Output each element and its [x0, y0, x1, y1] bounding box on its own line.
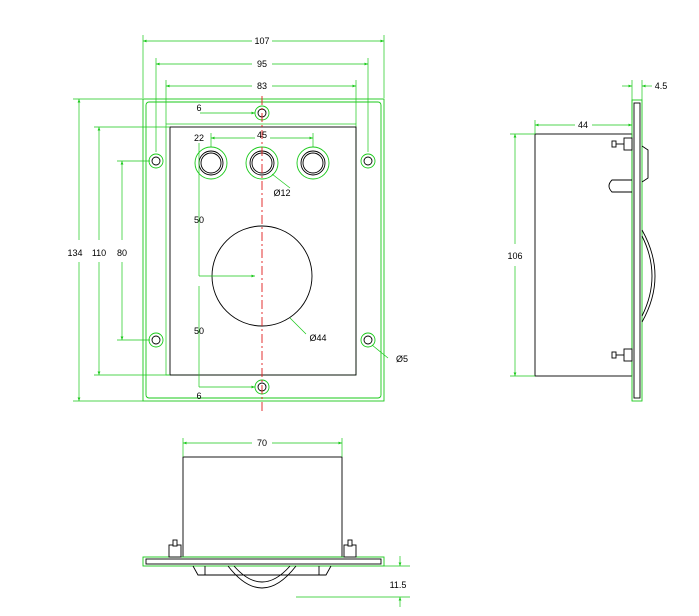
bottom-panel — [142, 556, 385, 567]
bottom-screw-left — [168, 539, 182, 558]
dim-label: 45 — [257, 130, 267, 140]
dim-ball-diameter: Ø44 — [289, 317, 327, 343]
dim-label: 83 — [257, 81, 267, 91]
side-ball-dome — [641, 229, 656, 323]
dim-hole-spacing-narrow: 83 — [165, 80, 357, 124]
dim-side-depth: 44 — [534, 100, 633, 134]
dim-label: 50 — [194, 215, 204, 225]
dim-hole-spacing-wide: 95 — [155, 58, 369, 152]
dim-label: Ø44 — [309, 333, 326, 343]
dim-label: 134 — [67, 248, 82, 258]
side-body — [534, 133, 633, 377]
mount-hole — [360, 153, 376, 169]
button-left — [194, 146, 228, 180]
dim-mount-hole-diameter: Ø5 — [371, 344, 408, 364]
dim-label: 6 — [196, 103, 201, 113]
dim-label: 22 — [194, 133, 204, 143]
front-panel-bezel — [165, 123, 357, 376]
dim-label: 110 — [92, 248, 106, 258]
side-button-knob — [608, 179, 632, 193]
button-right — [296, 146, 330, 180]
dim-label: 44 — [578, 120, 588, 130]
dim-label: 106 — [507, 251, 522, 261]
side-view: 44 4.5 106 — [507, 80, 667, 402]
dim-bottom-width: 70 — [182, 438, 343, 457]
mount-hole — [360, 332, 376, 348]
dim-label: 107 — [254, 36, 269, 46]
dim-label: Ø5 — [396, 354, 408, 364]
dim-overall-height: 134 — [67, 98, 143, 402]
dim-button-diameter: Ø12 — [271, 173, 291, 198]
front-panel-outer — [142, 98, 385, 402]
dim-label: 6 — [196, 391, 201, 401]
dim-button-spacing: 45 — [210, 130, 314, 147]
bottom-body — [182, 456, 343, 558]
bottom-screw-right — [343, 539, 357, 558]
bottom-view: 70 11.5 — [142, 438, 410, 607]
dim-label: 70 — [257, 438, 267, 448]
bottom-panel-inner — [145, 558, 382, 565]
front-view: 107 95 83 6 45 22 — [67, 35, 408, 412]
front-panel-inner — [145, 101, 382, 399]
dim-label: 11.5 — [390, 580, 407, 590]
dim-label: 95 — [257, 59, 267, 69]
dim-button-offset: 22 — [194, 133, 204, 276]
bottom-ball-inner — [233, 565, 291, 583]
mount-hole — [148, 153, 164, 169]
bottom-ball — [227, 565, 297, 589]
dim-ball-protrusion: 11.5 — [296, 556, 410, 607]
dim-label: Ø12 — [273, 188, 290, 198]
dim-bottom-offset: 6 — [196, 391, 201, 401]
side-screw-top — [611, 137, 633, 151]
dim-height-80: 80 — [117, 160, 150, 341]
side-panel-inner — [633, 102, 641, 399]
side-button-cap — [641, 145, 649, 183]
side-screw-bottom — [611, 348, 633, 362]
dim-label: 50 — [194, 326, 204, 336]
dim-height-110: 110 — [92, 126, 170, 376]
side-panel — [631, 99, 643, 402]
dim-overall-width: 107 — [142, 35, 385, 98]
side-ball-dome-inner — [641, 235, 653, 317]
mount-hole — [148, 332, 164, 348]
dim-label: 4.5 — [655, 81, 668, 91]
front-cutout — [169, 126, 357, 376]
dim-side-height: 106 — [507, 133, 535, 377]
bottom-buttons — [192, 565, 332, 576]
dim-side-panel-thickness: 4.5 — [622, 80, 667, 100]
dim-lower-half: 50 — [194, 286, 255, 389]
dim-upper-half: 50 — [194, 215, 255, 278]
dim-top-offset: 6 — [196, 103, 255, 115]
dim-label: 80 — [117, 248, 127, 258]
